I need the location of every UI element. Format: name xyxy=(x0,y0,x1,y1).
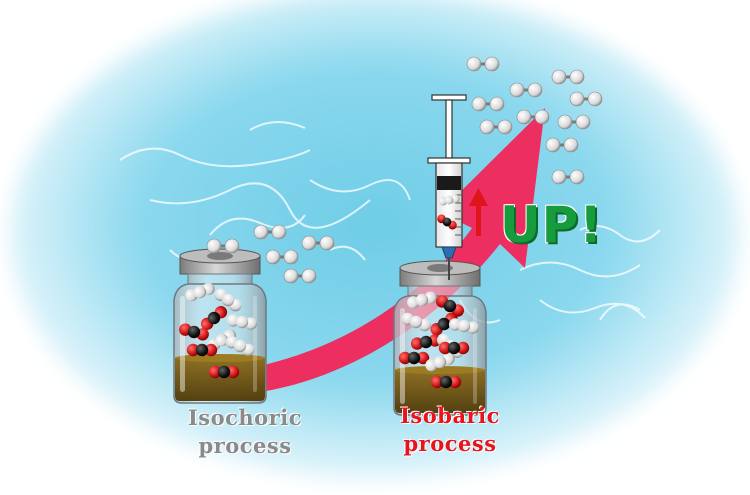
isobaric-vial-icon xyxy=(393,260,487,416)
isochoric-label: Isochoric process xyxy=(150,404,340,460)
isobaric-label-line2: process xyxy=(403,431,497,456)
isochoric-vial-icon xyxy=(173,248,267,404)
syringe-icon xyxy=(427,94,471,280)
isochoric-label-line2: process xyxy=(198,433,292,458)
up-arrow-icon xyxy=(469,188,488,236)
isochoric-label-line1: Isochoric xyxy=(187,405,303,430)
isobaric-label-line1: Isobaric xyxy=(400,403,500,428)
isobaric-label: Isobaric process xyxy=(355,402,545,458)
up-text: UP! xyxy=(500,196,604,254)
